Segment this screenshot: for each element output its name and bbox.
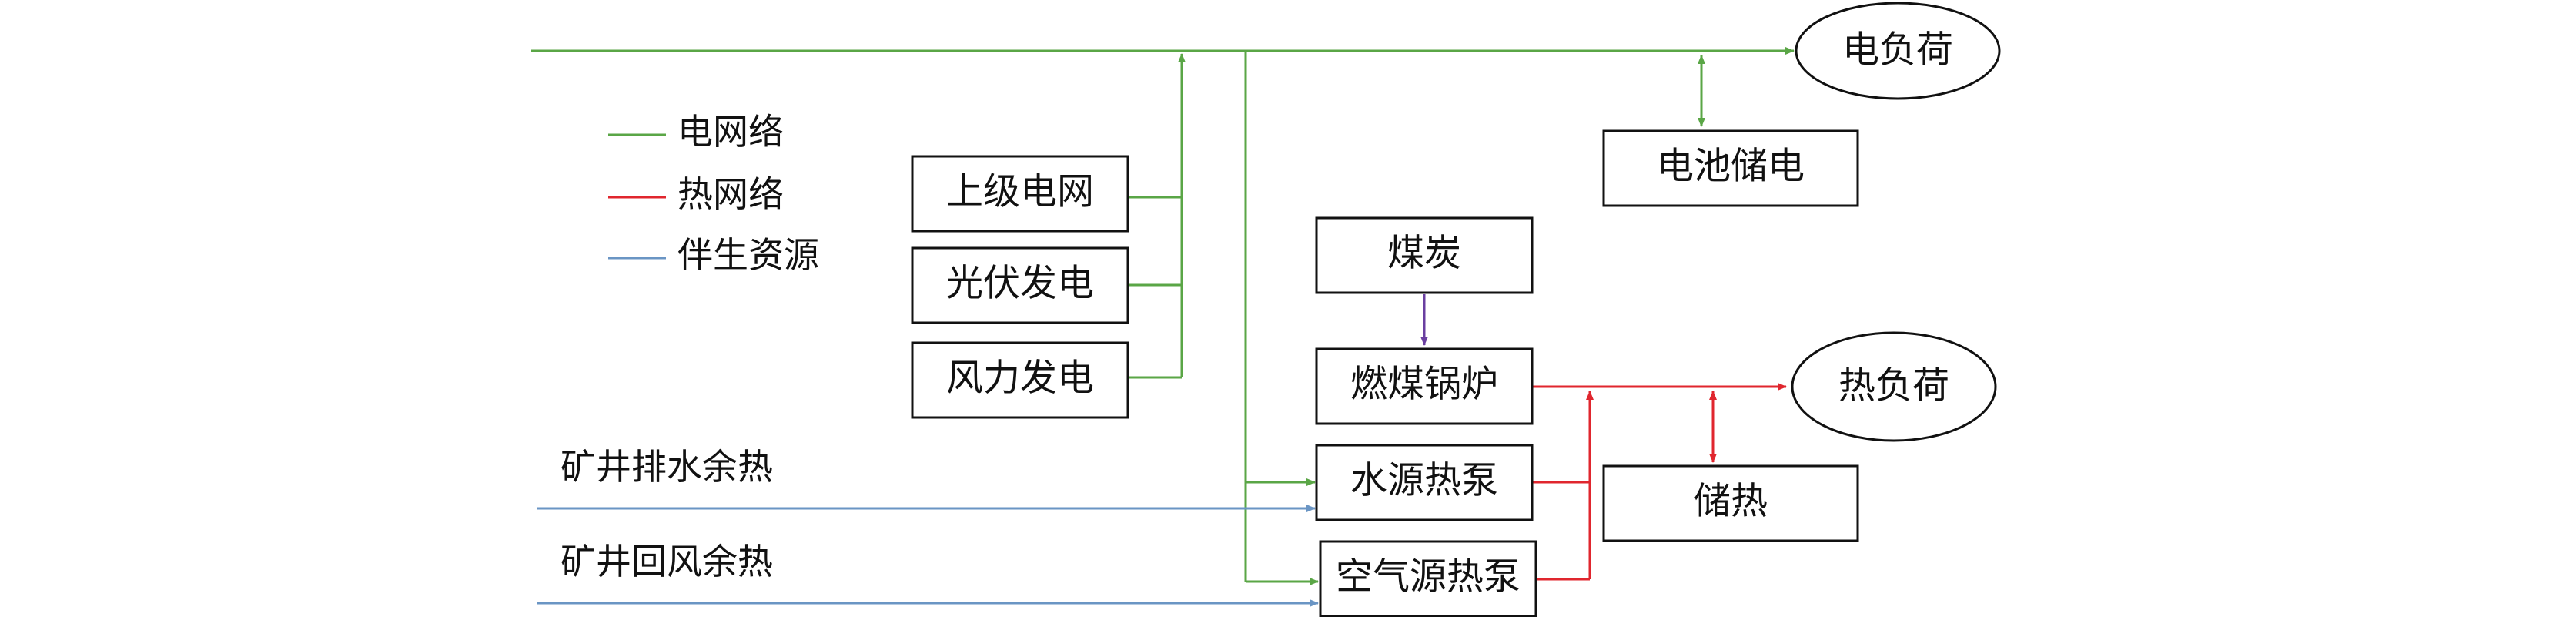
legend-resource-label: 伴生资源 — [677, 234, 819, 276]
heat-load-node: 热负荷 — [1791, 331, 1997, 442]
electric-load-label: 电负荷 — [1842, 29, 1953, 72]
pv-node-label: 光伏发电 — [946, 262, 1094, 305]
heat-storage-node: 储热 — [1602, 464, 1859, 542]
mine-air-label: 矿井回风余热 — [560, 541, 773, 582]
pv-node: 光伏发电 — [911, 246, 1129, 324]
legend-electric-label: 电网络 — [677, 111, 784, 153]
resource-network — [537, 505, 1319, 607]
air-heatpump-label: 空气源热泵 — [1336, 555, 1521, 599]
battery-node: 电池储电 — [1602, 129, 1859, 207]
grid-node: 上级电网 — [911, 155, 1129, 233]
legend-heat-label: 热网络 — [677, 173, 784, 215]
coal-node: 煤炭 — [1315, 216, 1534, 294]
boiler-node-label: 燃煤锅炉 — [1350, 363, 1498, 406]
air-heatpump-node: 空气源热泵 — [1319, 540, 1537, 617]
electric-load-node: 电负荷 — [1795, 2, 2001, 100]
boiler-node: 燃煤锅炉 — [1315, 347, 1534, 425]
mine-drain-label: 矿井排水余热 — [560, 446, 773, 488]
heat-storage-label: 储热 — [1694, 480, 1768, 523]
electric-network — [531, 47, 1795, 585]
heat-load-label: 热负荷 — [1838, 364, 1949, 407]
water-heatpump-node: 水源热泵 — [1315, 444, 1534, 521]
heat-network — [1532, 383, 1787, 581]
wind-node: 风力发电 — [911, 341, 1129, 419]
legend: 电网络 热网络 伴生资源 — [608, 111, 819, 276]
coal-node-label: 煤炭 — [1387, 232, 1461, 275]
grid-node-label: 上级电网 — [946, 170, 1094, 213]
water-heatpump-label: 水源热泵 — [1350, 459, 1498, 502]
wind-node-label: 风力发电 — [946, 357, 1094, 400]
battery-node-label: 电池储电 — [1657, 145, 1805, 188]
